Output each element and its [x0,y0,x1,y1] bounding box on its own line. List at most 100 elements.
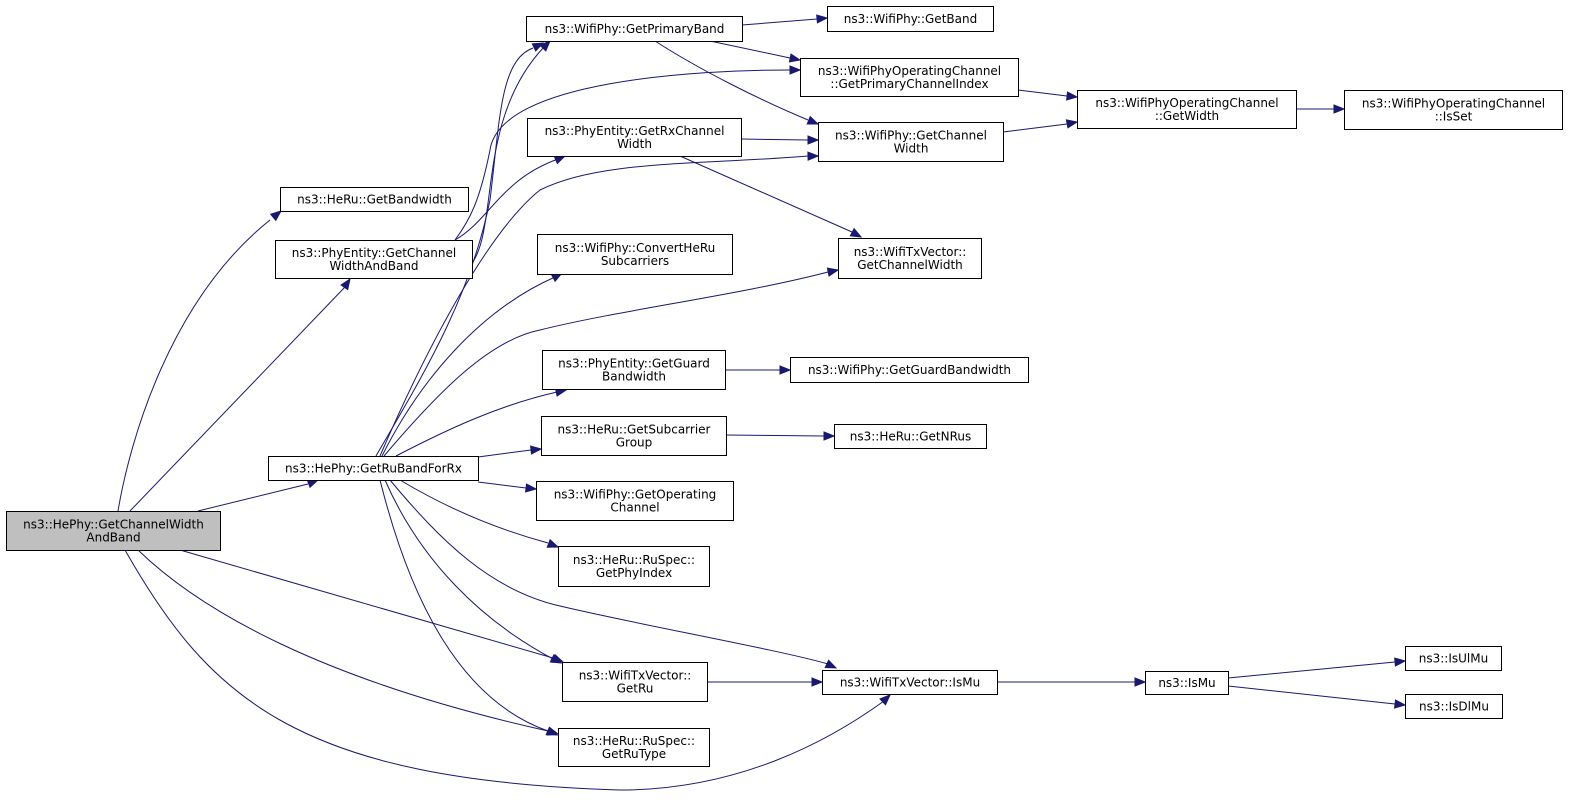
edge-line [389,479,829,665]
edge-line [741,18,818,26]
edge-line [454,158,559,241]
node-wifiphy-getguardbandwidth[interactable]: ns3::WifiPhy::GetGuardBandwidth [790,357,1029,383]
edge-line [399,479,549,544]
edge-wifitxvector-getru-to-wifitxvector-ismu [707,677,824,687]
node-box [1145,671,1229,695]
node-wifiphy-getband[interactable]: ns3::WifiPhy::GetBand [827,6,994,32]
edge-arrowhead [816,14,829,24]
edge-arrowhead [525,483,538,493]
edge-arrowhead [1394,657,1407,667]
edge-line [117,219,271,512]
edge-line [197,483,309,512]
edge-line [709,40,791,59]
node-label: ns3::WifiPhy::GetBand [844,12,977,26]
node-wifiphyoperatingchannel-isset[interactable]: ns3::WifiPhyOperatingChannel::IsSet [1344,90,1563,130]
node-hephy-getrubandforrx[interactable]: ns3::HePhy::GetRuBandForRx [268,456,479,481]
edge-arrowhead [823,431,836,441]
edge-phyentity-getrxchannelwidth-to-wifiphy-getchannelwidth [740,135,820,145]
node-box [527,118,742,157]
edge-hephy-getrubandforrx-to-heru-getsubcarriergroup [477,445,543,458]
edge-arrowhead [539,40,551,52]
node-box [280,187,469,212]
edge-hephy-getrubandforrx-to-wifitxvector-getru [384,479,563,664]
edge-line [477,481,527,489]
edge-arrowhead [340,277,351,291]
node-label: ns3::IsUlMu [1419,652,1488,666]
node-box [562,662,708,702]
node-isulmu[interactable]: ns3::IsUlMu [1405,646,1502,671]
edge-line [124,549,885,791]
edge-arrowhead [1394,699,1407,709]
edge-arrowhead [1134,677,1147,687]
node-label: ns3::HePhy::GetChannelWidth [23,518,204,532]
node-label: ns3::WifiPhyOperatingChannel [818,64,1001,78]
edge-line [379,479,549,732]
edge-line [137,549,549,732]
edge-line [1017,89,1068,97]
edge-line [1227,661,1396,679]
node-box [1405,694,1503,719]
edge-arrowhead [788,53,802,63]
node-wifitxvector-getchannelwidth[interactable]: ns3::WifiTxVector::GetChannelWidth [838,238,982,279]
root-node-box [6,511,221,551]
node-label: ::GetWidth [1155,109,1219,123]
edge-hephy-getchannelwidthandband-to-heru-ruspec-getrutype [137,549,560,736]
node-wifiphyoperatingchannel-getprimarychannelindex[interactable]: ns3::WifiPhyOperatingChannel::GetPrimary… [800,58,1019,97]
node-ismu[interactable]: ns3::IsMu [1145,671,1229,695]
edge-hephy-getrubandforrx-to-wifitxvector-getchannelwidth [383,267,840,457]
node-wifitxvector-getru[interactable]: ns3::WifiTxVector::GetRu [562,662,708,702]
edge-hephy-getrubandforrx-to-phyentity-getguardbandwidth [395,387,568,457]
node-label: Width [617,137,652,151]
node-label: ns3::WifiTxVector:: [854,245,967,259]
node-wifiphy-getchannelwidth[interactable]: ns3::WifiPhy::GetChannelWidth [818,122,1004,162]
edge-arrowhead [806,115,820,125]
node-label: ns3::WifiTxVector:: [579,669,692,683]
edge-arrowhead [545,726,559,736]
edge-wifiphy-getchannelwidth-to-wifiphyoperatingchannel-getwidth [1002,119,1079,133]
node-wifiphyoperatingchannel-getwidth[interactable]: ns3::WifiPhyOperatingChannel::GetWidth [1077,90,1297,129]
node-heru-ruspec-getphyindex[interactable]: ns3::HeRu::RuSpec::GetPhyIndex [558,546,710,587]
node-box [1344,90,1563,130]
node-isdlmu[interactable]: ns3::IsDlMu [1405,694,1503,719]
node-box [275,240,473,279]
node-label: ns3::PhyEntity::GetGuard [558,357,710,371]
edge-line [383,271,829,457]
edge-ismu-to-isdlmu [1227,685,1407,709]
function-nodes: ns3::HePhy::GetChannelWidthAndBandns3::H… [6,6,1563,767]
node-label: ns3::WifiTxVector::IsMu [840,676,980,690]
node-wifitxvector-ismu[interactable]: ns3::WifiTxVector::IsMu [822,670,998,695]
edge-line [469,46,545,267]
node-heru-getbandwidth[interactable]: ns3::HeRu::GetBandwidth [280,187,469,212]
node-label: ns3::WifiPhy::GetPrimaryBand [545,22,725,36]
node-box [827,6,994,32]
edge-arrowhead [826,267,840,277]
edge-phyentity-getrxchannelwidth-to-wifitxvector-getchannelwidth [679,155,863,238]
node-heru-getnrus[interactable]: ns3::HeRu::GetNRus [834,424,987,449]
node-label: ns3::WifiPhy::GetGuardBandwidth [808,363,1011,377]
edge-wifiphyoperatingchannel-getprimarychannelindex-to-wifiphyoperatingchannel-getwidth [1017,89,1079,101]
edge-hephy-getrubandforrx-to-wifiphy-convertherusubcarriers [381,272,564,457]
edge-arrowhead [849,227,863,238]
edge-arrowhead [824,659,838,669]
node-box [537,234,733,275]
node-heru-ruspec-getrutype[interactable]: ns3::HeRu::RuSpec::GetRuType [558,728,710,767]
node-label: ns3::WifiPhyOperatingChannel [1362,97,1545,111]
node-label: GetRu [617,682,654,696]
node-wifiphy-getprimaryband[interactable]: ns3::WifiPhy::GetPrimaryBand [526,16,743,42]
node-phyentity-getguardbandwidth[interactable]: ns3::PhyEntity::GetGuardBandwidth [542,350,726,390]
edge-line [1002,123,1068,133]
node-label: ns3::WifiPhyOperatingChannel [1095,96,1278,110]
node-label: GetRuType [602,747,666,761]
edge-phyentity-getchannelwidthandband-to-wifiphy-getprimaryband [469,40,551,267]
node-label: GetChannelWidth [857,258,963,272]
edge-line [654,40,809,121]
call-edges [117,14,1407,791]
edge-wifitxvector-ismu-to-ismu [997,677,1147,687]
